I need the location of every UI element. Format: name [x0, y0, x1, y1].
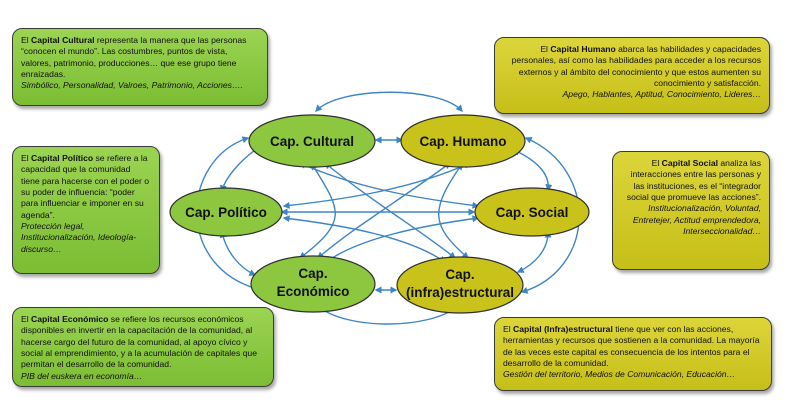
capital-social-box: El Capital Social analiza las interaccio… [612, 151, 770, 270]
arrow-cultural-economico-inner [298, 162, 336, 259]
box-prefix: El [21, 153, 32, 163]
node-economico: Cap. Económico [250, 255, 376, 313]
capital-politico-description: se refiere a la capacidad que la comunid… [21, 153, 150, 220]
box-prefix: El [21, 314, 32, 324]
node-humano-label: Cap. Humano [419, 134, 506, 149]
capital-infraestructural-term: Capital (Infra)estructural [513, 324, 613, 334]
arrow-cultural-humano-top [315, 91, 463, 113]
connection-arrows [196, 91, 580, 325]
node-politico: Cap. Político [169, 187, 283, 237]
capital-infraestructural-examples: Gestión del territorio, Medios de Comuni… [503, 369, 736, 380]
node-humano: Cap. Humano [400, 114, 526, 168]
node-cultural: Cap. Cultural [248, 114, 376, 168]
arrow-social-infra [516, 230, 552, 273]
arrow-humano-infra-inner [438, 162, 470, 259]
box-prefix: El [651, 158, 662, 168]
node-cultural-label: Cap. Cultural [270, 134, 354, 149]
capital-social-description: analiza las interacciones entre las pers… [626, 158, 761, 203]
capital-social-examples: Institucionalización, Voluntad, Entretej… [632, 203, 761, 237]
capital-economico-examples: PIB del euskera en economía… [21, 370, 143, 381]
node-economico-label-2: Económico [277, 284, 350, 299]
node-social: Cap. Social [474, 187, 590, 237]
capital-cultural-term: Capital Cultural [31, 35, 95, 45]
node-economico-label-1: Cap. [298, 266, 327, 281]
capital-politico-box: El Capital Político se refiere a la capa… [12, 146, 160, 274]
node-infra-label-1: Cap. [445, 267, 474, 282]
node-politico-label: Cap. Político [185, 205, 267, 220]
arrow-economico-infra-bottom [316, 305, 460, 325]
arrow-politico-economico [219, 230, 257, 276]
arrow-humano-politico [282, 162, 472, 209]
box-prefix: El [503, 324, 514, 334]
capital-humano-examples: Apego, Hablantes, Aptitud, Conocimiento,… [562, 89, 761, 100]
node-social-label: Cap. Social [496, 205, 569, 220]
capital-economico-term: Capital Económico [31, 314, 109, 324]
capital-humano-term: Capital Humano [550, 44, 616, 54]
node-infraestructural: Cap. (infra)estructural [396, 256, 524, 314]
arrow-cultural-social [298, 162, 480, 209]
arrow-humano-social [512, 149, 553, 192]
capital-cultural-description: representa la manera que las personas “c… [21, 35, 247, 80]
node-infra-label-2: (infra)estructural [406, 285, 514, 300]
box-prefix: El [540, 44, 551, 54]
capital-economico-description: se refiere los recursos económicos dispo… [21, 314, 257, 370]
capital-politico-term: Capital Político [31, 153, 94, 163]
capital-humano-box: El Capital Humano abarca las habilidades… [494, 37, 770, 114]
arrow-social-economico [324, 215, 480, 263]
capital-social-term: Capital Social [661, 158, 718, 168]
capital-infraestructural-box: El Capital (Infra)estructural tiene que … [494, 317, 772, 391]
box-prefix: El [21, 35, 32, 45]
arrow-politico-infra [282, 215, 447, 263]
capital-infraestructural-description: tiene que ver con las acciones, herramie… [503, 324, 760, 369]
capital-humano-description: abarca las habilidades y capacidades per… [511, 44, 761, 89]
capital-economico-box: El Capital Económico se refiere los recu… [12, 307, 274, 387]
capital-politico-examples: Protección legal, Institucionalización, … [21, 221, 137, 254]
arrow-cultural-infra [323, 162, 457, 259]
capital-cultural-examples: Simbólico, Personalidad, Valroes, Patrim… [21, 80, 243, 91]
capital-cultural-box: El Capital Cultural representa la manera… [12, 28, 268, 106]
